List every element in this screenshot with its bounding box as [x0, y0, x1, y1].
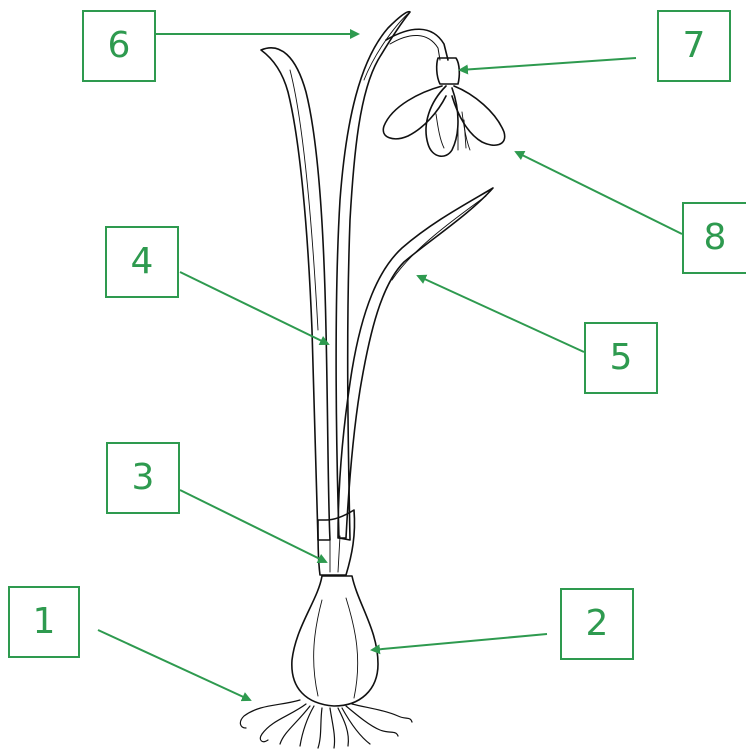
- label-text-7: 7: [683, 28, 706, 64]
- tepal-left: [383, 86, 446, 139]
- label-text-1: 1: [33, 604, 56, 640]
- leader-3: [180, 490, 326, 562]
- tall-leaf: [261, 48, 330, 540]
- leader-5: [418, 276, 584, 352]
- label-text-3: 3: [132, 460, 155, 496]
- curved-leaf: [338, 188, 493, 538]
- label-box-3: 3: [106, 442, 180, 514]
- label-text-4: 4: [131, 244, 154, 280]
- label-box-6: 6: [82, 10, 156, 82]
- leader-7: [460, 58, 636, 70]
- label-text-5: 5: [610, 340, 633, 376]
- label-box-8: 8: [682, 202, 746, 274]
- tepal-right: [452, 86, 505, 145]
- label-box-4: 4: [105, 226, 179, 298]
- label-box-1: 1: [8, 586, 80, 658]
- tepal-middle: [426, 86, 458, 156]
- label-text-8: 8: [704, 220, 727, 256]
- roots: [240, 700, 412, 748]
- leader-1: [98, 630, 250, 700]
- leader-2: [372, 634, 547, 650]
- label-box-5: 5: [584, 322, 658, 394]
- label-box-7: 7: [657, 10, 731, 82]
- label-box-2: 2: [560, 588, 634, 660]
- leader-4: [180, 272, 328, 344]
- flower-stem: [336, 12, 410, 540]
- leader-8: [516, 152, 682, 234]
- label-text-2: 2: [586, 606, 609, 642]
- bulb: [292, 576, 378, 706]
- label-text-6: 6: [108, 28, 131, 64]
- ovary: [437, 58, 460, 84]
